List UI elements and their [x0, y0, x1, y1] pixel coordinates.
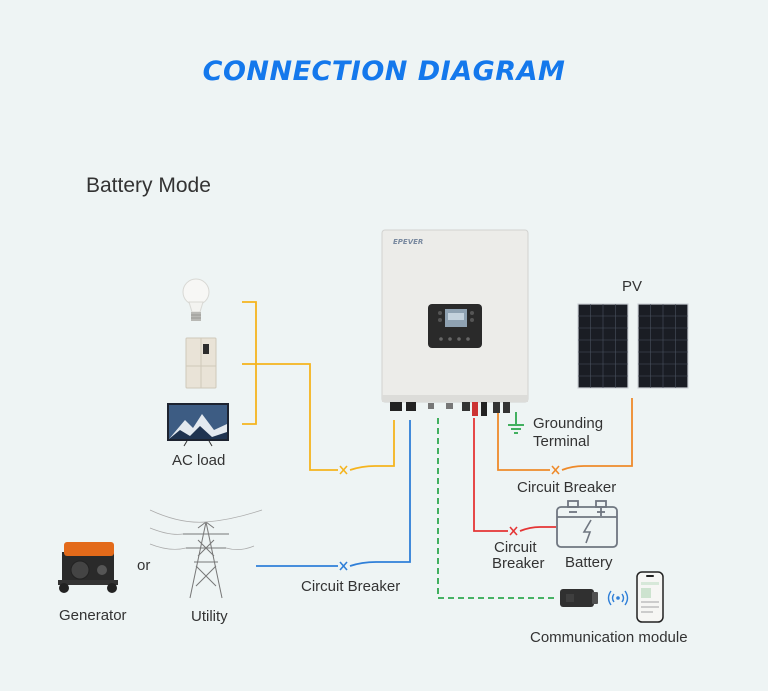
comm-module-label: Communication module: [530, 629, 688, 646]
ac-breaker-x: [339, 465, 348, 475]
ground-icon: [508, 412, 524, 434]
pv-breaker-x: [551, 465, 560, 475]
smartphone-icon: [636, 571, 664, 623]
generator-label: Generator: [59, 607, 127, 624]
pv-breaker-label: Circuit Breaker: [517, 479, 617, 496]
utility-label: Utility: [191, 608, 228, 625]
grid-breaker-label: Circuit Breaker: [301, 578, 401, 595]
pv-wires: [497, 398, 633, 471]
inverter-icon: EPEVER: [381, 229, 529, 416]
battery-breaker-label-line1: Circuit: [494, 539, 537, 556]
grounding-label-line2: Terminal: [533, 433, 590, 450]
pv-label: PV: [622, 278, 643, 295]
battery-label: Battery: [565, 554, 613, 571]
light-bulb-icon: [182, 278, 210, 321]
grid-breaker-x: [339, 561, 348, 571]
ac-load-label: AC load: [172, 452, 226, 469]
wireless-signal-icon: [607, 590, 629, 606]
communication-module-icon: [560, 589, 598, 607]
battery-breaker-x: [509, 526, 518, 536]
or-label: or: [137, 557, 151, 574]
grounding-label-line1: Grounding: [533, 415, 604, 432]
mode-label: Battery Mode: [86, 174, 211, 197]
page-title: CONNECTION DIAGRAM: [202, 56, 566, 87]
battery-icon: [556, 500, 618, 548]
television-icon: [167, 403, 229, 447]
solar-panel-icon: [577, 303, 689, 389]
inverter-brand: EPEVER: [393, 238, 423, 246]
battery-wires: [473, 418, 556, 532]
comm-wire: [437, 418, 556, 599]
ac-load-wires: [242, 301, 395, 471]
transmission-tower-icon: [149, 509, 263, 599]
generator-icon: [58, 542, 118, 593]
battery-breaker-label-line2: Breaker: [492, 555, 545, 572]
refrigerator-icon: [185, 337, 217, 389]
grid-wires: [256, 420, 411, 567]
